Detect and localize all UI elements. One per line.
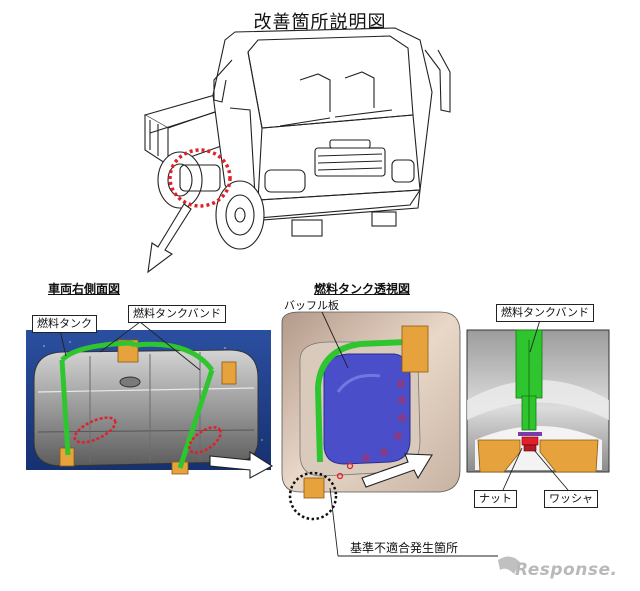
label-washer: ワッシャ	[544, 490, 598, 508]
label-non-conformity: 基準不適合発生箇所	[350, 541, 459, 555]
detail-leaders	[502, 319, 569, 491]
pointer-arrow-right-1	[209, 450, 274, 479]
side-view-panel	[26, 330, 271, 475]
heading-see-through: 燃料タンク透視図	[314, 282, 411, 296]
detail-panel	[466, 329, 610, 473]
heading-side-view: 車両右側面図	[48, 282, 121, 296]
side-view-leaders	[59, 321, 201, 371]
pointer-arrow-down	[147, 203, 192, 274]
label-nut: ナット	[474, 490, 517, 508]
diagram-title: 改善箇所説明図	[253, 12, 387, 33]
response-logo: Response.	[515, 560, 618, 580]
label-tank-band-right: 燃料タンクバンド	[496, 304, 594, 322]
see-through-panel	[281, 311, 461, 521]
label-baffle-plate: バッフル板	[284, 299, 339, 312]
truck-drawing	[143, 27, 451, 250]
label-fuel-tank: 燃料タンク	[32, 315, 97, 333]
pointer-arrow-right-2	[361, 453, 433, 488]
label-tank-band-left: 燃料タンクバンド	[128, 305, 226, 323]
truck-tank-highlight	[168, 148, 232, 208]
non-conformity-leader	[329, 487, 498, 557]
